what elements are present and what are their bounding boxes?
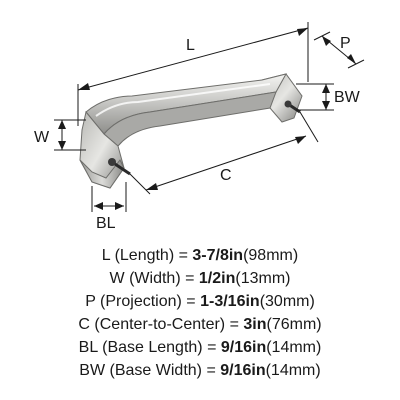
spec-projection: P (Projection) = 1-3/16in(30mm) [85, 293, 315, 310]
handle-dimension-diagram: L P BW W C BL [34, 22, 365, 230]
spec-center-to-center: C (Center-to-Center) = 3in(76mm) [78, 316, 322, 333]
spec-base-width: BW (Base Width) = 9/16in(14mm) [79, 362, 321, 379]
label-width: W [34, 129, 50, 146]
spec-base-length: BL (Base Length) = 9/16in(14mm) [78, 339, 322, 356]
label-length: L [186, 37, 195, 54]
spec-length: L (Length) = 3-7/8in(98mm) [101, 247, 299, 264]
label-base-length: BL [96, 215, 116, 230]
label-projection: P [340, 35, 351, 52]
handle-grip-inner [103, 91, 277, 147]
back-screw [284, 100, 301, 114]
spec-width: W (Width) = 1/2in(13mm) [109, 270, 291, 287]
cabinet-pull-handle [79, 73, 303, 189]
label-base-width: BW [334, 89, 361, 106]
handle-front-foot [79, 159, 125, 189]
label-center-to-center: C [220, 167, 232, 184]
dimension-spec-list: L (Length) = 3-7/8in(98mm) W (Width) = 1… [0, 244, 400, 382]
front-screw [108, 158, 131, 176]
